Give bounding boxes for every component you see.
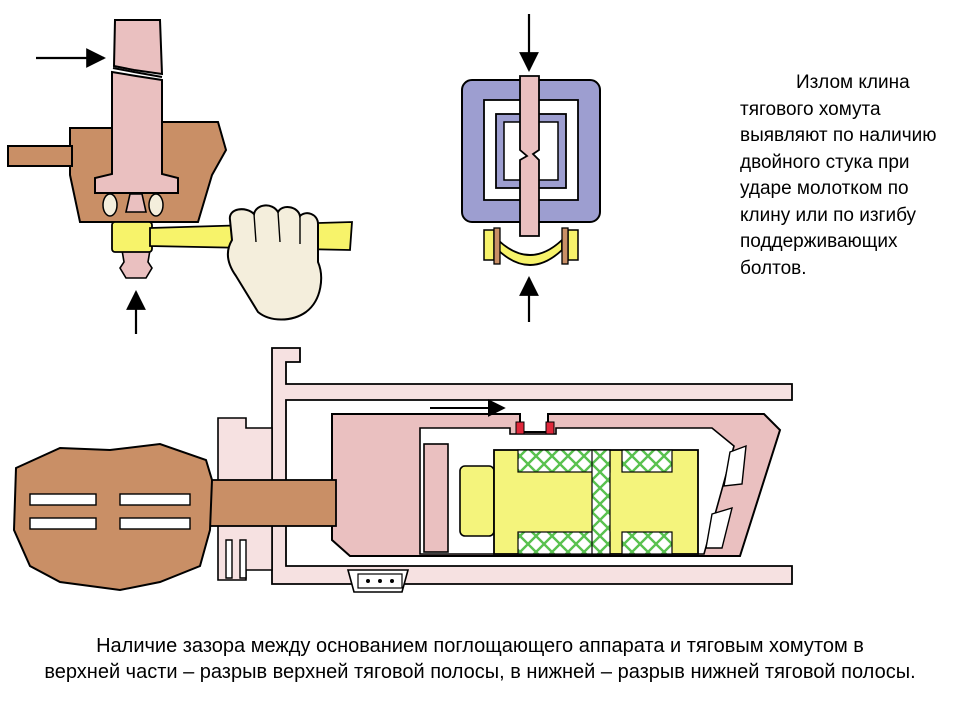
coupler-shank-stub (7, 145, 73, 167)
wedge-lower-part (94, 70, 179, 194)
upper-gap-mark (515, 421, 525, 435)
side-note-line1: Излом клина (796, 72, 910, 93)
wedge-break-line (112, 67, 163, 78)
hand-icon (226, 204, 323, 321)
draft-gear-figure (12, 347, 793, 593)
bent-support-plate (497, 237, 563, 266)
side-note-body: тягового хомута выявляют по наличию двой… (740, 98, 937, 279)
wedge-upper-part (112, 19, 164, 76)
center-sill (271, 347, 793, 585)
yoke-wedge-figure (461, 14, 601, 322)
wedge-bar (519, 75, 540, 237)
coupler-head (12, 442, 214, 592)
side-note: Излом клина тягового хомута выявляют по … (740, 70, 950, 282)
coupler-shank (199, 479, 337, 527)
caption-line2: верхней части – разрыв верхней тяговой п… (44, 661, 916, 683)
caption: Наличие зазора между основанием поглощаю… (6, 633, 954, 685)
upper-gap-mark (545, 421, 555, 435)
wedge-hammer-figure (7, 19, 353, 334)
caption-line1: Наличие зазора между основанием поглощаю… (96, 635, 864, 657)
follower-plate (423, 443, 449, 553)
support-bolt-nut (119, 249, 153, 279)
